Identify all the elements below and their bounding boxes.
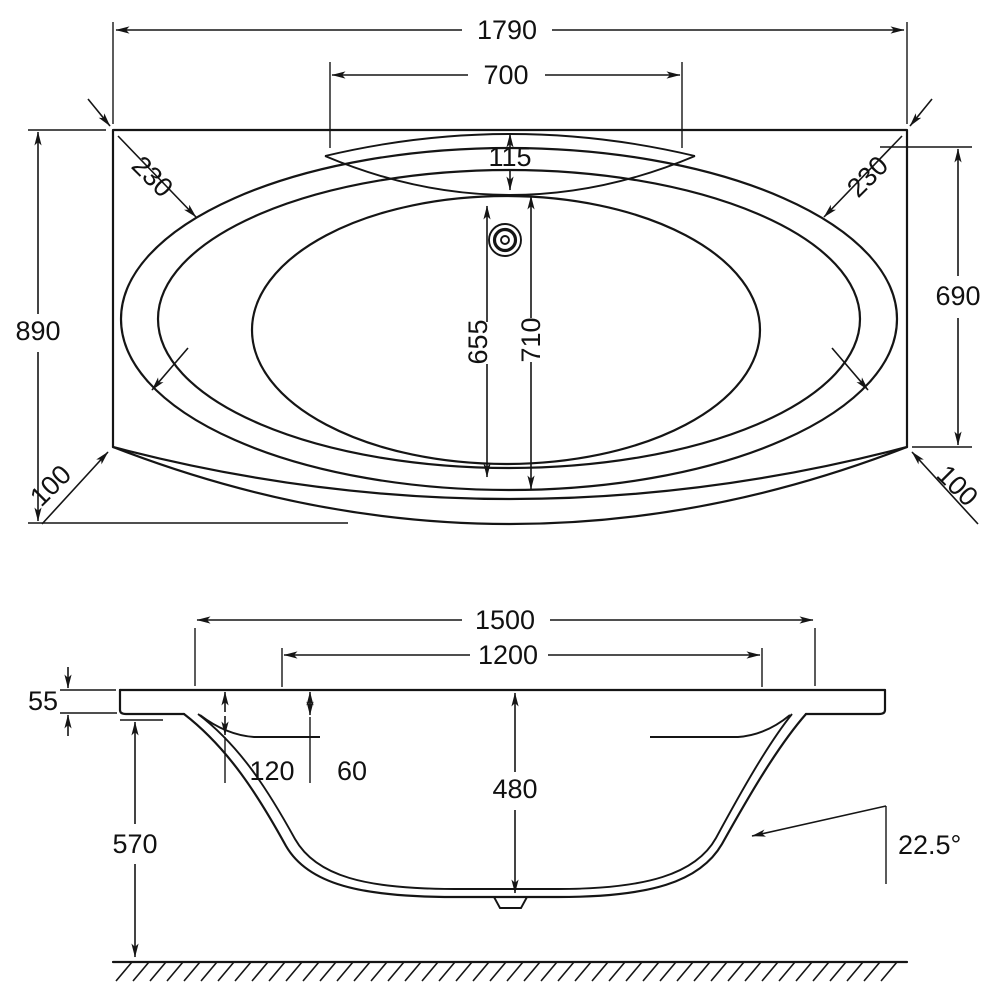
section-right-rim-edge — [804, 688, 887, 716]
dim-step-drop: 60 — [337, 756, 367, 786]
dim-wall-angle: 22.5° — [898, 830, 961, 860]
dim-corner-right: 100 — [931, 459, 984, 512]
section-ledge-left — [199, 714, 320, 738]
section-view: 1500 1200 55 120 60 480 570 22.5° — [28, 605, 961, 982]
dim-overall-length: 1790 — [477, 15, 537, 45]
headrest-curve-lower — [324, 155, 696, 196]
dim-tap-deck-depth: 115 — [488, 142, 531, 172]
dim-corner-offset-left: 230 — [126, 150, 179, 203]
section-inner-shell — [197, 713, 793, 890]
section-outer-shell — [182, 712, 808, 899]
dim-tap-deck-width: 700 — [483, 60, 528, 90]
tub-plan-outline — [111, 128, 909, 526]
tub-apron-curve — [111, 445, 909, 501]
ground-hatching — [115, 961, 898, 982]
drain-outer-circle — [488, 223, 522, 257]
dim-rim-thickness: 55 — [28, 686, 58, 716]
dim-internal-depth: 480 — [492, 774, 537, 804]
dim-corner-offset-right: 230 — [841, 150, 894, 203]
top-view: 1790 700 115 890 690 655 710 230 230 100… — [15, 15, 984, 526]
dim-ledge-drop: 120 — [249, 756, 294, 786]
dim-rim-opening-length: 1500 — [475, 605, 535, 635]
section-left-rim-edge — [118, 688, 186, 716]
drain-ring — [492, 227, 518, 253]
section-extension-lines — [60, 628, 887, 884]
rim-outer-oval — [119, 146, 899, 492]
dim-corner-left: 100 — [24, 459, 77, 512]
dim-overall-width: 890 — [15, 316, 60, 346]
drain-inner-circle — [500, 235, 510, 245]
dim-oval-height: 690 — [935, 281, 980, 311]
section-dimension-lines — [64, 616, 887, 958]
dim-overall-height: 570 — [112, 829, 157, 859]
plan-dimension-lines — [34, 26, 979, 525]
plan-extension-lines — [28, 22, 972, 524]
section-drain-bump — [493, 896, 528, 909]
rim-inner-oval — [156, 168, 862, 470]
section-ledge-right — [650, 714, 791, 738]
dim-basin-inner-length: 655 — [463, 319, 493, 364]
basin-oval — [250, 194, 762, 466]
dim-basin-rim-length: 710 — [516, 317, 546, 362]
dim-basin-top-length: 1200 — [478, 640, 538, 670]
